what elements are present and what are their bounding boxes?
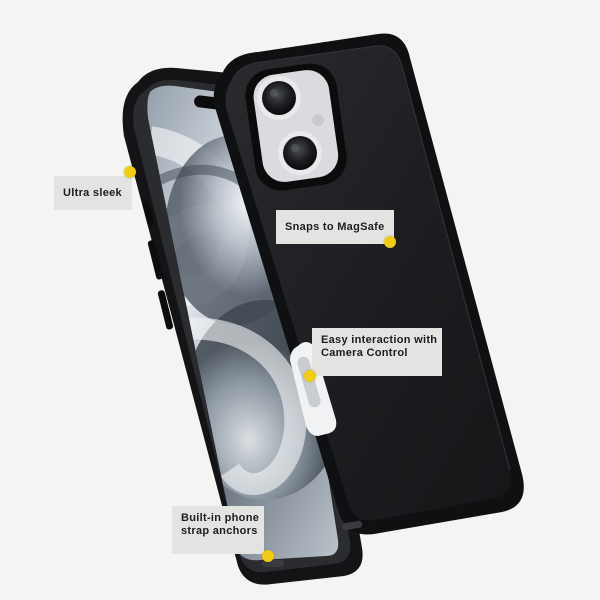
hotspot-strap-anchors[interactable]	[262, 550, 274, 562]
callout-strap-anchors: Built-in phone strap anchors	[172, 506, 264, 554]
camera-control-cutout	[290, 342, 337, 436]
callout-magsafe-text: Snaps to MagSafe	[285, 221, 385, 233]
callout-strap-anchors-line2: strap anchors	[181, 525, 258, 537]
callout-magsafe: Snaps to MagSafe	[276, 210, 394, 244]
callout-camera-control: Easy interaction with Camera Control	[312, 328, 442, 376]
flash-icon	[312, 114, 324, 126]
hotspot-ultra-sleek[interactable]	[124, 166, 136, 178]
callout-strap-anchors-line1: Built-in phone	[181, 512, 260, 524]
callout-camera-control-line2: Camera Control	[321, 347, 408, 359]
callout-camera-control-line1: Easy interaction with	[321, 334, 438, 346]
hotspot-magsafe[interactable]	[384, 236, 396, 248]
camera-module	[245, 63, 347, 191]
callout-ultra-sleek: Ultra sleek	[54, 176, 132, 210]
side-buttons	[142, 200, 174, 330]
callout-ultra-sleek-text: Ultra sleek	[63, 187, 122, 199]
strap-anchor-slot-2	[342, 520, 363, 531]
hotspot-camera-control[interactable]	[304, 370, 316, 382]
